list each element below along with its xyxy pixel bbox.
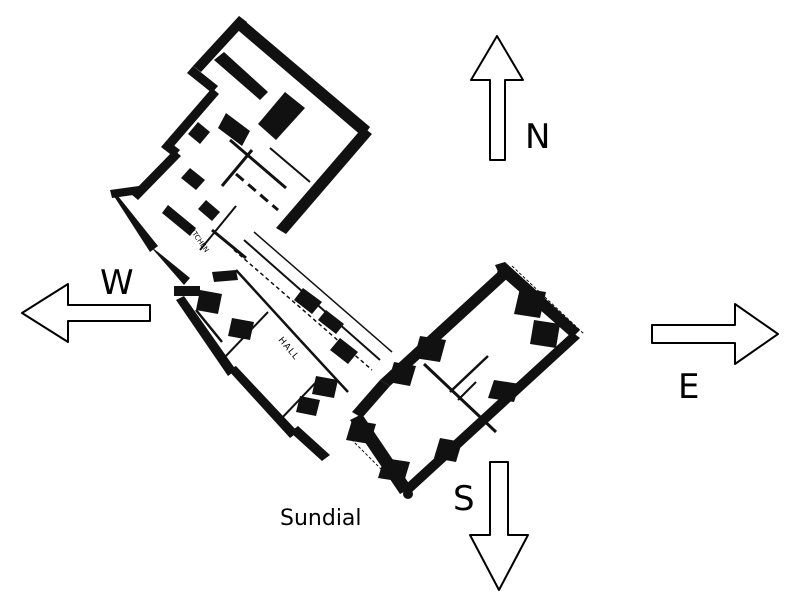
building-plan: KITCHEN: [110, 16, 585, 499]
sundial-label: Sundial: [280, 506, 362, 531]
east-arrow: [651, 303, 779, 365]
kitchen-label: KITCHEN: [186, 225, 210, 254]
north-wing: KITCHEN: [110, 16, 372, 285]
east-label: E: [678, 367, 699, 407]
south-label: S: [453, 479, 475, 519]
sundial-marker: [403, 489, 413, 499]
south-arrow: [469, 461, 529, 591]
north-label: N: [525, 117, 550, 157]
west-label: W: [100, 263, 134, 303]
north-arrow: [470, 35, 524, 161]
hall-wing: HALL: [174, 269, 349, 461]
central-link: [233, 231, 393, 371]
hall-label: HALL: [276, 336, 301, 363]
east-wing: [346, 262, 585, 499]
west-arrow: [21, 283, 151, 343]
